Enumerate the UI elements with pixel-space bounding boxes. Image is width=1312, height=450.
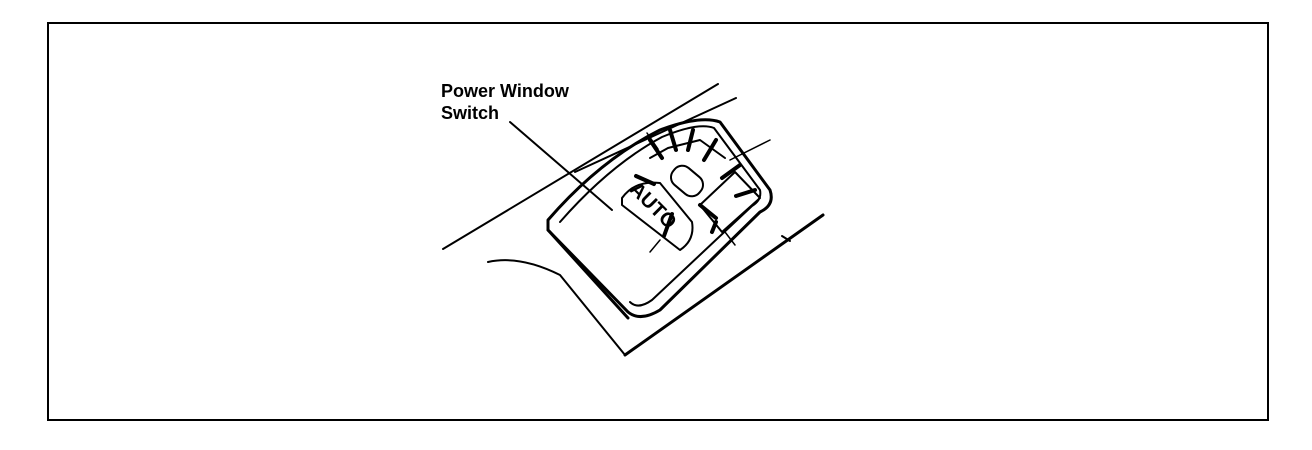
callout-line-1: Power Window: [441, 81, 569, 101]
auto-button-label: AUTO: [625, 178, 680, 233]
figure-frame: [47, 22, 1269, 421]
switch-travel-fine-marks: [646, 132, 771, 253]
callout-line-2: Switch: [441, 103, 500, 123]
armrest-outline: [442, 83, 825, 357]
auto-button: AUTO: [621, 178, 694, 251]
switch-bezel: [546, 118, 773, 320]
switch-travel-marks: [634, 128, 757, 238]
power-window-switch-callout: Power Window Switch: [441, 80, 569, 124]
callout-leader-line: [509, 121, 613, 211]
